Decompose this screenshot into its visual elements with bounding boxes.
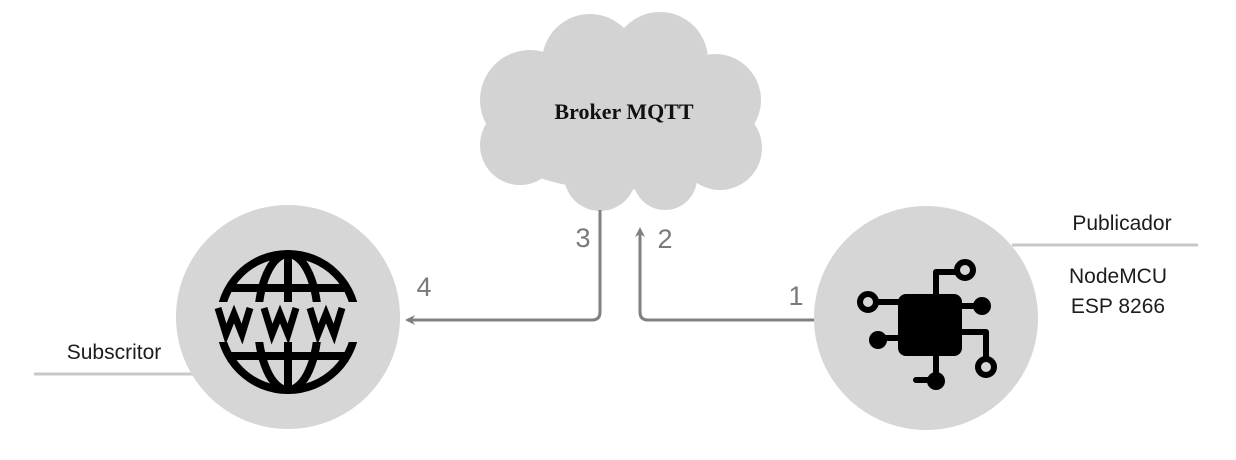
step-2-label: 2 <box>657 224 672 254</box>
device-name-line2: ESP 8266 <box>1071 295 1165 318</box>
publisher-label: Publicador <box>1072 212 1171 235</box>
arrow-publish-to-broker <box>635 227 816 322</box>
step-1-label: 1 <box>788 281 803 311</box>
step-3-label: 3 <box>575 223 590 253</box>
microchip-icon-body <box>857 259 997 390</box>
step-4-label: 4 <box>416 272 431 302</box>
arrow-broker-to-subscriber <box>405 210 602 325</box>
subscriber-label: Subscritor <box>67 341 162 364</box>
www-globe-icon <box>213 250 363 394</box>
broker-label: Broker MQTT <box>554 99 693 124</box>
cloud-icon <box>480 12 762 211</box>
device-name-line1: NodeMCU <box>1069 265 1167 288</box>
